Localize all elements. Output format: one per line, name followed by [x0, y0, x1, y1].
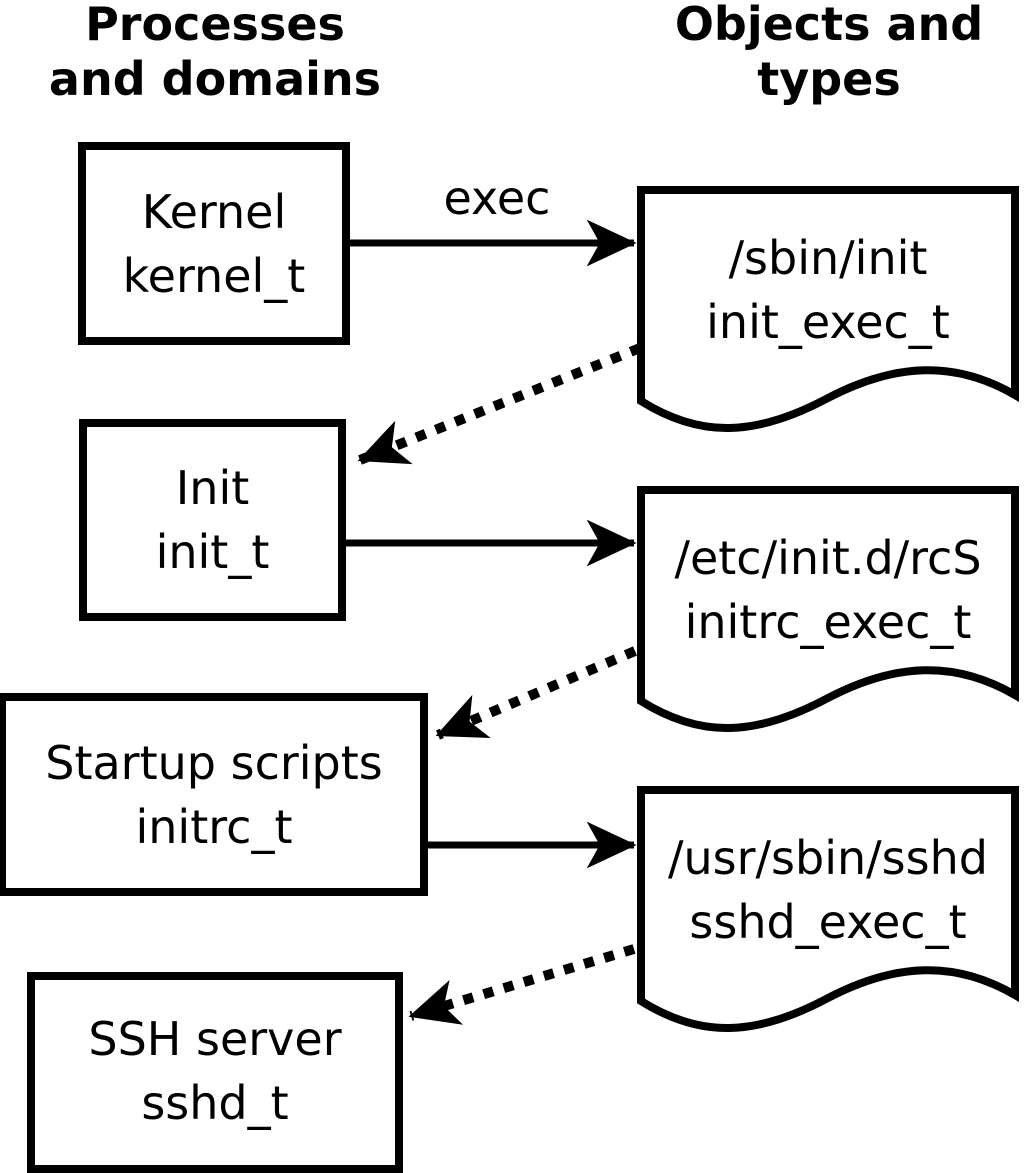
- process-domain: sshd_t: [141, 1076, 289, 1130]
- process-domain: init_t: [155, 525, 270, 579]
- object-path: /etc/init.d/rcS: [674, 531, 982, 585]
- object-path: /usr/sbin/sshd: [668, 831, 988, 885]
- object-path: /sbin/init: [728, 231, 928, 285]
- process-name: SSH server: [88, 1012, 342, 1066]
- right-column-header: Objects and types: [644, 0, 1014, 107]
- process-label-startup-scripts: Startup scripts initrc_t: [0, 693, 428, 896]
- process-box-init: [79, 419, 346, 621]
- process-label-kernel: Kernel kernel_t: [78, 142, 350, 345]
- process-domain: kernel_t: [122, 248, 306, 303]
- process-box-startup-scripts: [0, 693, 428, 896]
- process-label-ssh-server: SSH server sshd_t: [27, 972, 403, 1170]
- process-box-ssh-server: [27, 972, 403, 1173]
- object-type: initrc_exec_t: [684, 595, 972, 649]
- object-label-usr-sbin-sshd: /usr/sbin/sshd sshd_exec_t: [641, 790, 1015, 990]
- arrow-transition-to-initrc-t: [435, 646, 637, 740]
- right-header-line1: Objects and: [674, 0, 984, 51]
- left-header-line1: Processes: [85, 0, 345, 51]
- process-name: Startup scripts: [45, 735, 383, 790]
- process-name: Init: [175, 461, 250, 515]
- left-column-header: Processes and domains: [30, 0, 400, 107]
- process-box-kernel: [78, 142, 350, 345]
- right-header-line2: types: [757, 52, 901, 106]
- object-type: init_exec_t: [706, 295, 950, 349]
- object-type: sshd_exec_t: [689, 895, 967, 949]
- arrow-transition-to-init-t: [357, 343, 642, 465]
- object-doc-usr-sbin-sshd: [637, 786, 1019, 1032]
- left-header-line2: and domains: [48, 52, 382, 106]
- object-doc-etc-initd-rcs: [637, 486, 1019, 732]
- process-name: Kernel: [141, 184, 287, 239]
- object-label-etc-initd-rcs: /etc/init.d/rcS initrc_exec_t: [641, 490, 1015, 690]
- object-label-sbin-init: /sbin/init init_exec_t: [641, 190, 1015, 390]
- exec-edge-label: exec: [443, 171, 551, 225]
- arrow-transition-to-sshd-t: [408, 944, 636, 1025]
- object-doc-sbin-init: [637, 186, 1019, 432]
- process-label-init: Init init_t: [79, 419, 346, 621]
- process-domain: initrc_t: [135, 799, 293, 854]
